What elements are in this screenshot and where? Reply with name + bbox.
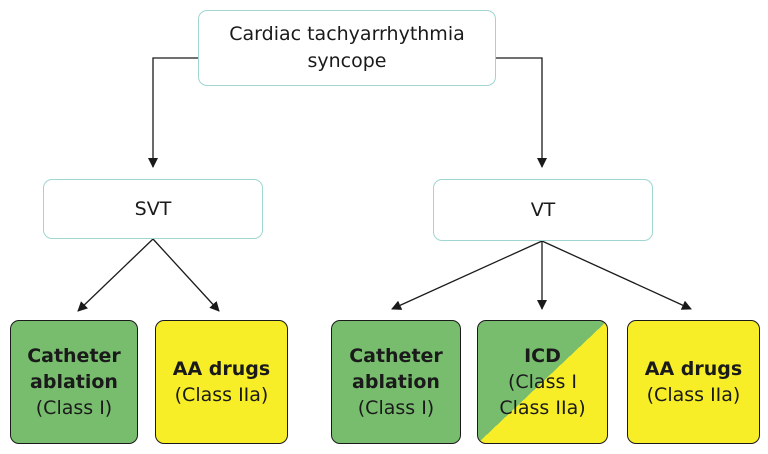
svt-ablation-class: (Class I) bbox=[35, 397, 113, 419]
arrow-root-to-vt bbox=[496, 57, 547, 168]
vt-icd-node: ICD (Class I Class IIa) bbox=[477, 320, 608, 444]
root-node: Cardiac tachyarrhythmia syncope bbox=[198, 10, 496, 86]
svt-catheter-ablation-node: Catheter ablation (Class I) bbox=[10, 320, 138, 444]
vt-icd-class-line2: Class IIa) bbox=[499, 397, 586, 419]
svt-aa-drugs-node: AA drugs (Class IIa) bbox=[155, 320, 288, 444]
vt-aa-drugs-node: AA drugs (Class IIa) bbox=[627, 320, 760, 444]
arrow-vt-to-drugs bbox=[541, 240, 692, 310]
vt-ablation-title-line2: ablation bbox=[352, 371, 440, 393]
root-node-line2: syncope bbox=[307, 50, 387, 72]
vt-ablation-class: (Class I) bbox=[357, 397, 435, 419]
arrow-svt-to-drugs bbox=[152, 238, 220, 312]
root-node-line1: Cardiac tachyarrhythmia bbox=[229, 23, 465, 45]
vt-ablation-title-line1: Catheter bbox=[349, 345, 443, 367]
arrow-svt-to-ablation bbox=[77, 238, 154, 312]
svt-node-label: SVT bbox=[134, 197, 172, 220]
svt-ablation-title-line2: ablation bbox=[30, 371, 118, 393]
svt-drugs-title: AA drugs bbox=[172, 358, 271, 380]
vt-node: VT bbox=[433, 179, 653, 241]
svt-drugs-class: (Class IIa) bbox=[174, 384, 269, 406]
arrow-root-to-svt bbox=[148, 57, 200, 168]
svt-node: SVT bbox=[43, 179, 263, 239]
vt-icd-title: ICD bbox=[524, 345, 561, 367]
vt-drugs-class: (Class IIa) bbox=[646, 384, 741, 406]
vt-drugs-title: AA drugs bbox=[644, 358, 743, 380]
arrow-vt-to-ablation bbox=[391, 240, 543, 310]
vt-node-label: VT bbox=[530, 198, 556, 221]
vt-catheter-ablation-node: Catheter ablation (Class I) bbox=[331, 320, 461, 444]
vt-icd-class-line1: (Class I bbox=[507, 371, 578, 393]
svt-ablation-title-line1: Catheter bbox=[27, 345, 121, 367]
